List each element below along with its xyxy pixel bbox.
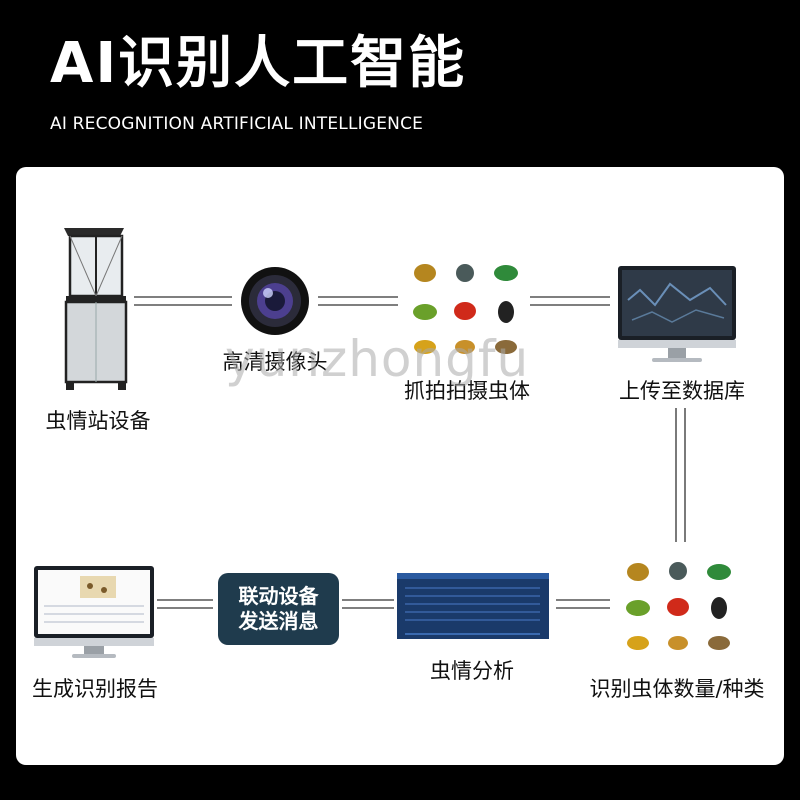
- camera-lens-icon: [241, 267, 309, 335]
- insect-station-icon: [64, 228, 128, 390]
- page-title: AI识别人工智能: [50, 31, 467, 96]
- connector-lines: [134, 296, 686, 609]
- analysis-dashboard-icon: [397, 573, 549, 639]
- label-camera: 高清摄像头: [222, 350, 328, 374]
- label-station: 虫情站设备: [45, 409, 151, 433]
- database-monitor-icon: [618, 266, 736, 362]
- insect-grid-capture-icon: [413, 264, 518, 354]
- label-capture: 抓拍拍摄虫体: [404, 379, 530, 403]
- label-upload: 上传至数据库: [619, 379, 745, 403]
- label-identify: 识别虫体数量/种类: [589, 677, 765, 701]
- insect-grid-identify-icon: [626, 562, 731, 650]
- label-analysis: 虫情分析: [430, 659, 514, 683]
- badge-line-1: 联动设备: [238, 584, 319, 608]
- link-device-badge: 联动设备 发送消息: [218, 573, 339, 645]
- badge-line-2: 发送消息: [238, 609, 319, 633]
- page-subtitle: AI RECOGNITION ARTIFICIAL INTELLIGENCE: [50, 114, 424, 134]
- label-report: 生成识别报告: [32, 677, 158, 701]
- report-monitor-icon: [34, 566, 154, 658]
